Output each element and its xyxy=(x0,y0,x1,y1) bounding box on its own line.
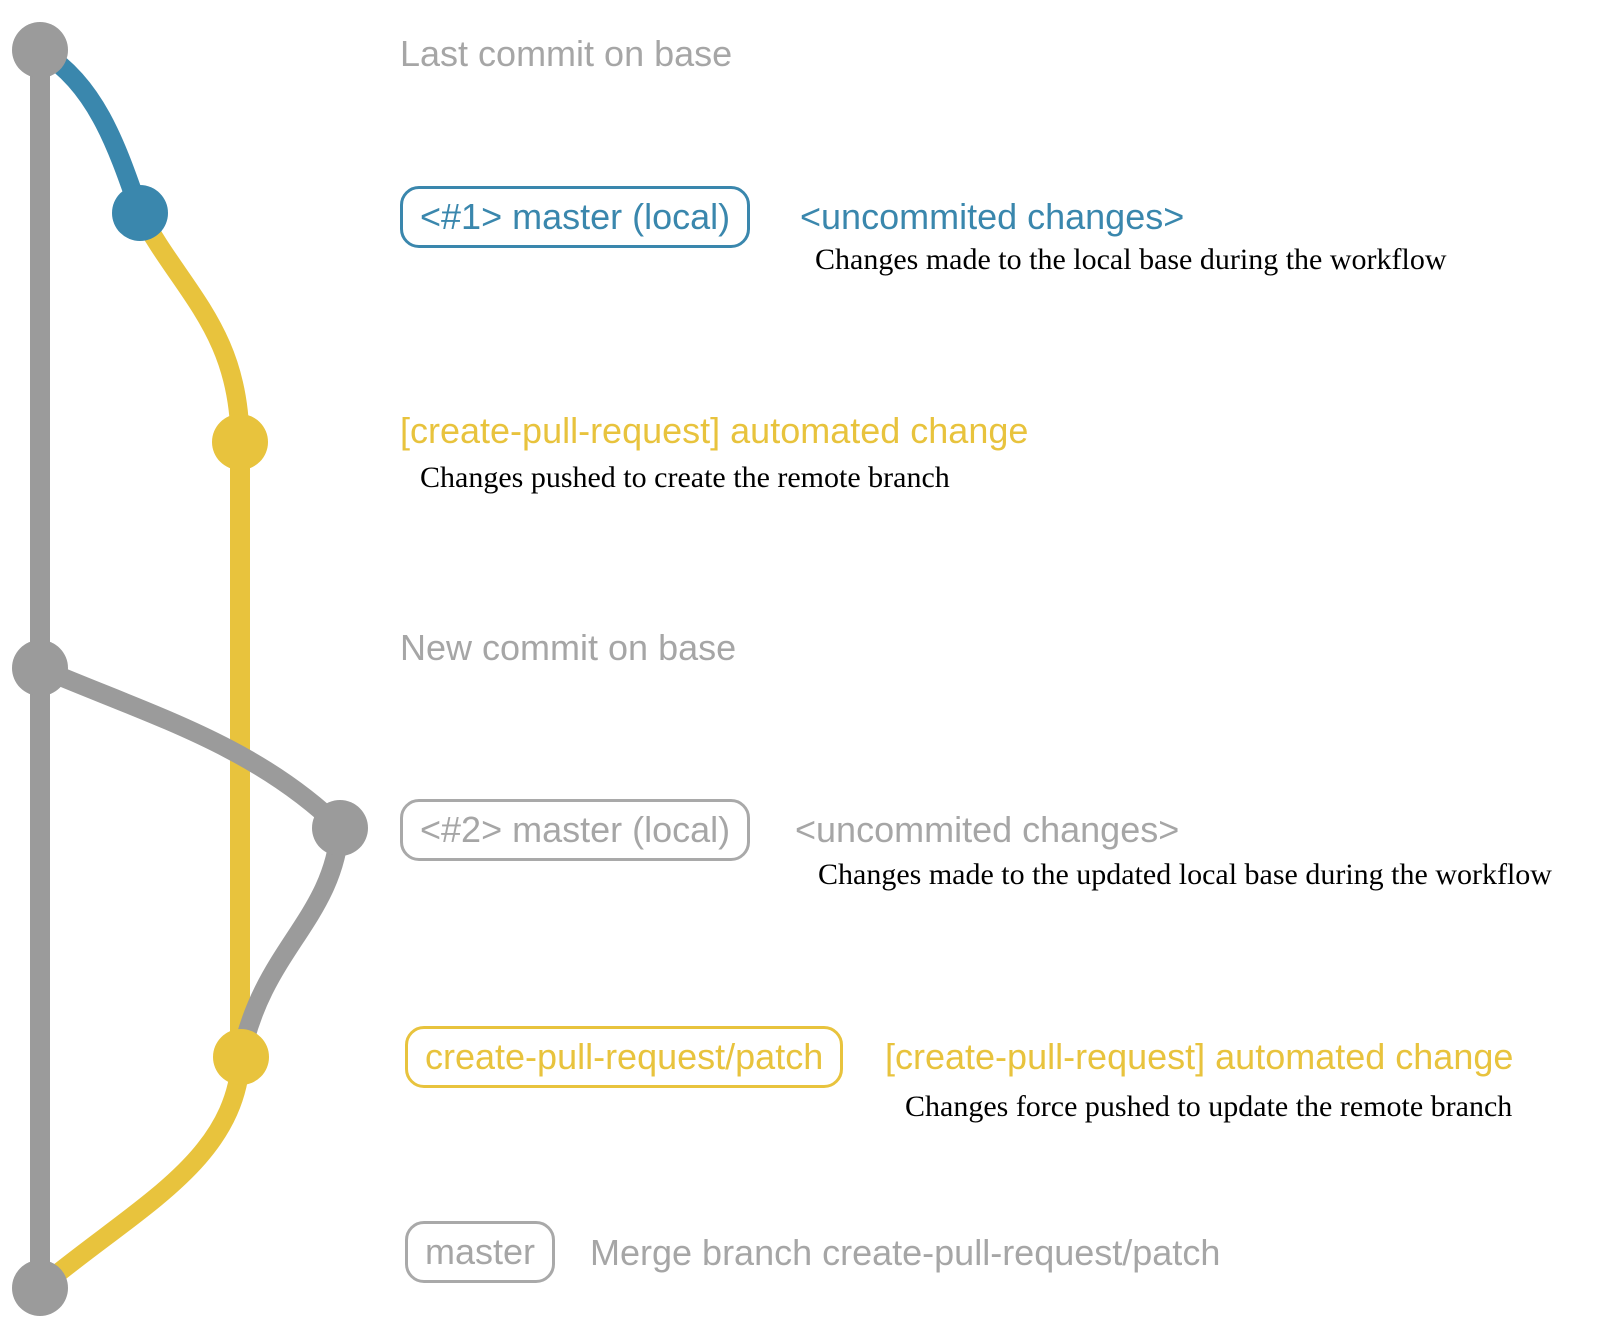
push2-badge: create-pull-request/patch xyxy=(405,1026,844,1088)
merge-commit-node xyxy=(12,1260,68,1316)
last-commit-label: Last commit on base xyxy=(400,33,733,74)
push2-note: [create-pull-request] automated change xyxy=(885,1036,1514,1077)
new-commit-on-base-node xyxy=(12,640,68,696)
commit1-badge: <#1> master (local) xyxy=(400,186,751,248)
commit1-local-node xyxy=(112,185,168,241)
commit2-badge: <#2> master (local) xyxy=(400,799,751,861)
commit1-note: <uncommited changes> xyxy=(800,196,1185,237)
new-commit-label: New commit on base xyxy=(400,627,737,668)
push2-to-merge-edge xyxy=(32,1047,251,1296)
last-commit-on-base-node xyxy=(12,22,68,78)
commit2-to-push2-edge xyxy=(231,818,350,1067)
base-to-commit1-edge xyxy=(30,40,150,223)
merge-badge: master xyxy=(405,1221,556,1283)
push2-remote-node xyxy=(213,1029,269,1085)
merge-note: Merge branch create-pull-request/patch xyxy=(590,1232,1221,1273)
base-to-commit2-edge xyxy=(30,658,350,838)
push2-description: Changes force pushed to update the remot… xyxy=(905,1090,1513,1123)
commit1-to-push1-edge xyxy=(130,203,250,452)
push1-note: [create-pull-request] automated change xyxy=(400,410,1029,451)
commit2-description: Changes made to the updated local base d… xyxy=(818,858,1552,891)
push1-description: Changes pushed to create the remote bran… xyxy=(420,461,950,494)
commit1-description: Changes made to the local base during th… xyxy=(815,243,1447,276)
commit2-note: <uncommited changes> xyxy=(795,809,1180,850)
commit2-local-node xyxy=(312,800,368,856)
push1-remote-node xyxy=(212,414,268,470)
